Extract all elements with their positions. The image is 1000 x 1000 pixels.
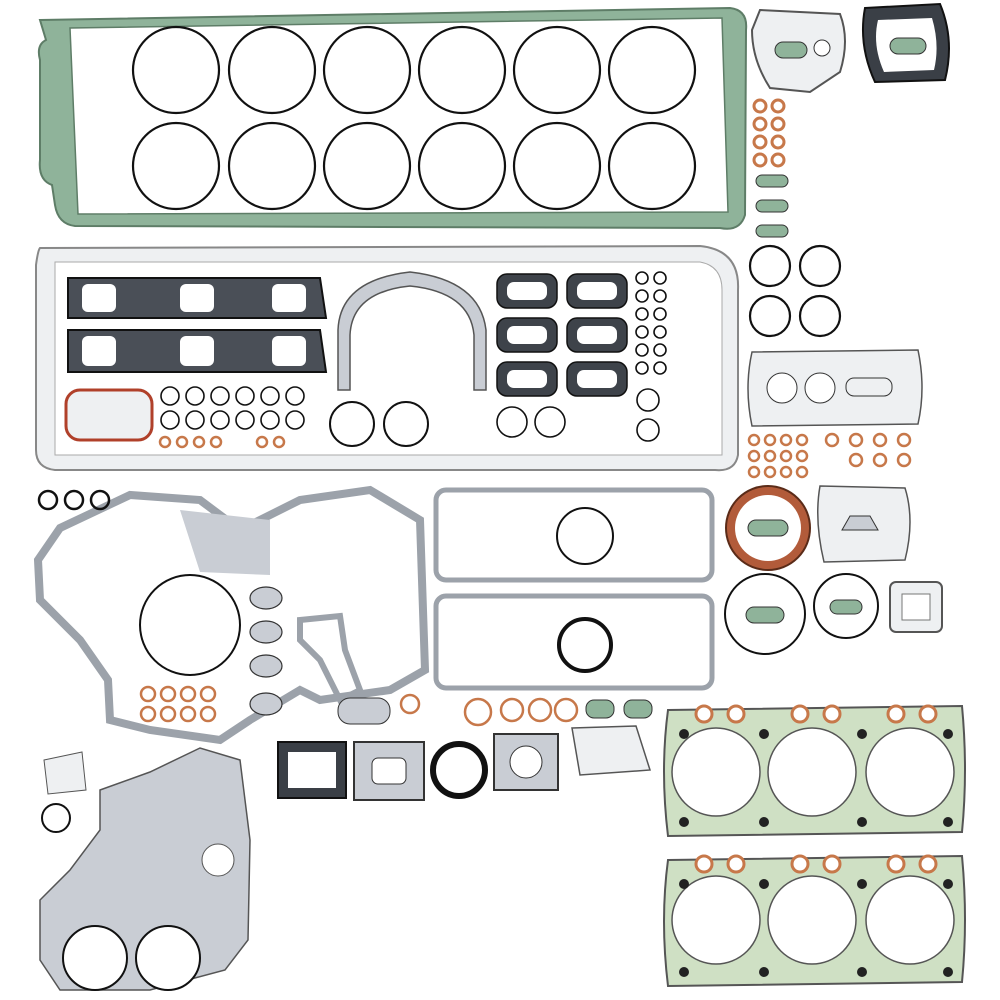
small-o-rings-grid [160,386,305,430]
rocker-cover-gasket [37,6,748,230]
head-gasket-copper-rings [694,704,938,874]
small-grey-gaskets-column [249,586,283,716]
flange-gasket-grey [750,8,846,94]
red-seal-gasket [64,388,154,442]
timing-bracket-gasket [297,612,364,705]
timing-arch-gasket [337,271,487,391]
copper-washers-top-right [752,98,786,168]
flywheel-housing-gasket [39,747,251,991]
o-rings-right [748,244,842,338]
exhaust-gasket-holes [507,282,617,388]
water-pump-gasket [817,485,911,563]
o-rings-column-mid-right [496,271,667,442]
small-gaskets-bottom-left [41,751,87,833]
head-gasket-dark-holes [679,729,953,977]
cylinder-head-gasket-1 [663,704,966,838]
copper-washers-right-mid [747,432,912,479]
flange-gasket-dark [862,2,950,84]
thermostat-gasket [747,349,923,427]
copper-washers-mid-left [158,435,286,449]
valve-cover-gaskets [433,487,715,691]
o-rings-left-small [37,489,111,511]
cylinder-head-gasket-2 [663,854,966,988]
turbo-gaskets [277,725,652,801]
large-o-rings-mid [329,401,429,447]
intake-manifold-gaskets [67,277,328,373]
timing-case-gasket [33,485,430,745]
small-green-gaskets-right [755,174,789,238]
crankshaft-seal [725,485,811,571]
round-flange-gaskets [724,573,943,655]
cylinder-o-rings [131,25,697,211]
small-parts-row [337,693,653,727]
copper-washers-lower-left [139,685,217,723]
